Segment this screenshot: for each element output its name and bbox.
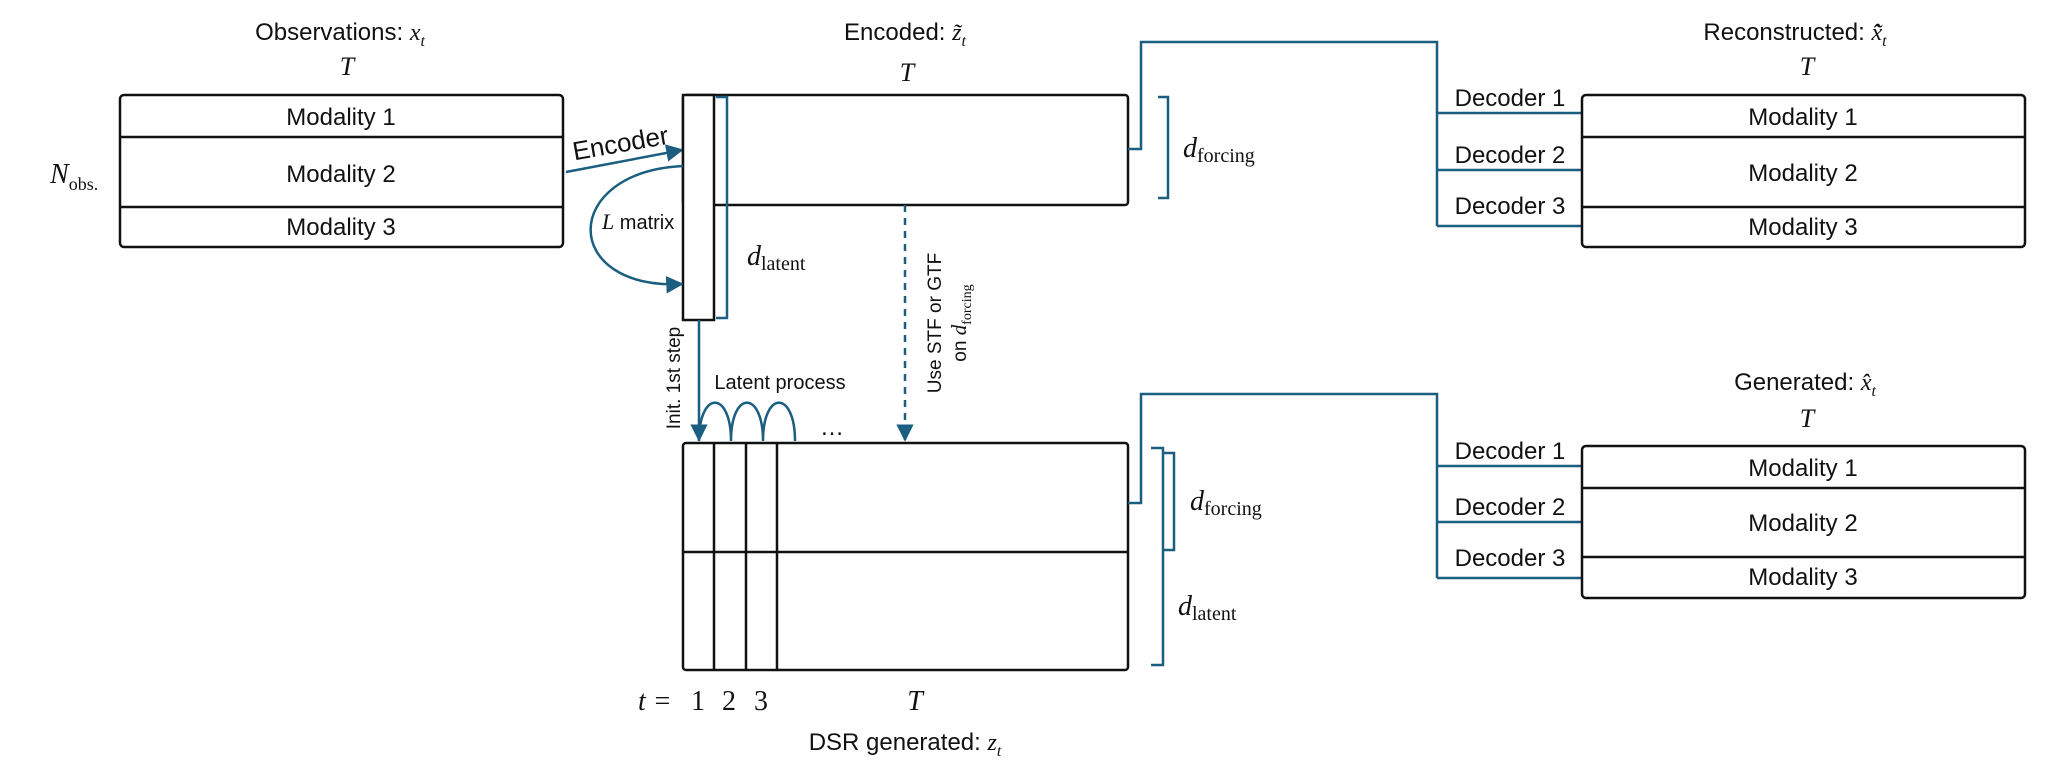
observations-box <box>118 93 565 249</box>
encoded-box <box>681 93 1130 207</box>
reconstructed-decoder-2: Decoder 2 <box>1455 142 1566 169</box>
dsr-step-1: 1 <box>691 686 705 717</box>
reconstructed-decoder-1: Decoder 1 <box>1455 85 1566 112</box>
reconstructed-modality-3: Modality 3 <box>1748 214 1857 241</box>
encoded-block: Encoded: z̃t T dforcing dlatent <box>681 19 1255 322</box>
init-step-label: Init. 1st step <box>664 327 685 429</box>
latent-process-ellipsis: … <box>820 414 844 441</box>
stf-gtf-line-1: Use STF or GTF <box>925 253 946 393</box>
dsr-d-forcing-label: dforcing <box>1190 486 1262 520</box>
generated-decoder-3: Decoder 3 <box>1455 545 1566 572</box>
observations-block: Observations: xt T Nobs. Modality 1 Moda… <box>49 19 565 249</box>
generation-connector <box>1128 392 1439 578</box>
generated-modality-3: Modality 3 <box>1748 564 1857 591</box>
l-matrix-arrow <box>589 164 684 294</box>
encoded-d-latent-label: dlatent <box>747 241 806 275</box>
l-matrix-label: L matrix <box>601 209 674 234</box>
encoded-time-label: T <box>900 58 916 87</box>
dsr-total-bracket <box>1151 446 1165 667</box>
d-latent-bracket <box>716 95 729 320</box>
latent-process-label: Latent process <box>714 372 845 394</box>
observations-modality-2: Modality 2 <box>286 161 395 188</box>
encoded-title: Encoded: z̃t <box>844 19 966 50</box>
latent-process-loops <box>697 401 797 442</box>
stf-gtf-label: Use STF or GTF on dforcing <box>925 253 975 393</box>
dsr-generated-box <box>681 441 1130 672</box>
stf-gtf-line-2: on dforcing <box>947 284 975 361</box>
observations-modality-3: Modality 3 <box>286 214 395 241</box>
reconstructed-modality-1: Modality 1 <box>1748 104 1857 131</box>
generated-title: Generated: x̂t <box>1734 369 1876 400</box>
observations-time-label: T <box>340 52 356 81</box>
reconstruction-connector <box>1128 40 1439 226</box>
encoder-arrow <box>565 144 684 174</box>
reconstructed-time-label: T <box>1800 52 1816 81</box>
generated-modality-1: Modality 1 <box>1748 455 1857 482</box>
dsr-step-3: 3 <box>754 686 768 717</box>
encoder-label: Encoder <box>570 120 671 166</box>
observations-modality-1: Modality 1 <box>286 104 395 131</box>
encoded-d-forcing-label: dforcing <box>1183 133 1255 167</box>
encoded-first-step-column <box>681 93 716 322</box>
generated-modality-2: Modality 2 <box>1748 510 1857 537</box>
reconstructed-box <box>1580 93 2027 249</box>
generated-block: Generated: x̂t T Decoder 1 Decoder 2 Dec… <box>1455 369 2027 600</box>
dsr-time-label: T <box>907 686 925 717</box>
dsr-time-prefix: t = <box>638 686 672 717</box>
reconstructed-modality-2: Modality 2 <box>1748 160 1857 187</box>
generated-time-label: T <box>1800 404 1816 433</box>
d-forcing-bracket <box>1158 95 1170 200</box>
generated-decoder-1: Decoder 1 <box>1455 438 1566 465</box>
dsr-generated-block: dforcing dlatent t = 1 2 3 T DSR generat… <box>638 441 1262 760</box>
dsr-step-2: 2 <box>722 686 736 717</box>
dsr-caption: DSR generated: zt <box>809 729 1002 760</box>
observations-title: Observations: xt <box>255 19 425 50</box>
reconstructed-title: Reconstructed: x̂̃t <box>1703 19 1887 50</box>
n-obs-label: Nobs. <box>49 159 98 194</box>
generated-decoder-2: Decoder 2 <box>1455 494 1566 521</box>
generated-box <box>1580 444 2027 600</box>
dsr-d-latent-label: dlatent <box>1178 591 1237 625</box>
dsr-forcing-bracket <box>1163 451 1176 552</box>
reconstructed-block: Reconstructed: x̂̃t T Decoder 1 Decoder … <box>1455 19 2027 249</box>
reconstructed-decoder-3: Decoder 3 <box>1455 193 1566 220</box>
